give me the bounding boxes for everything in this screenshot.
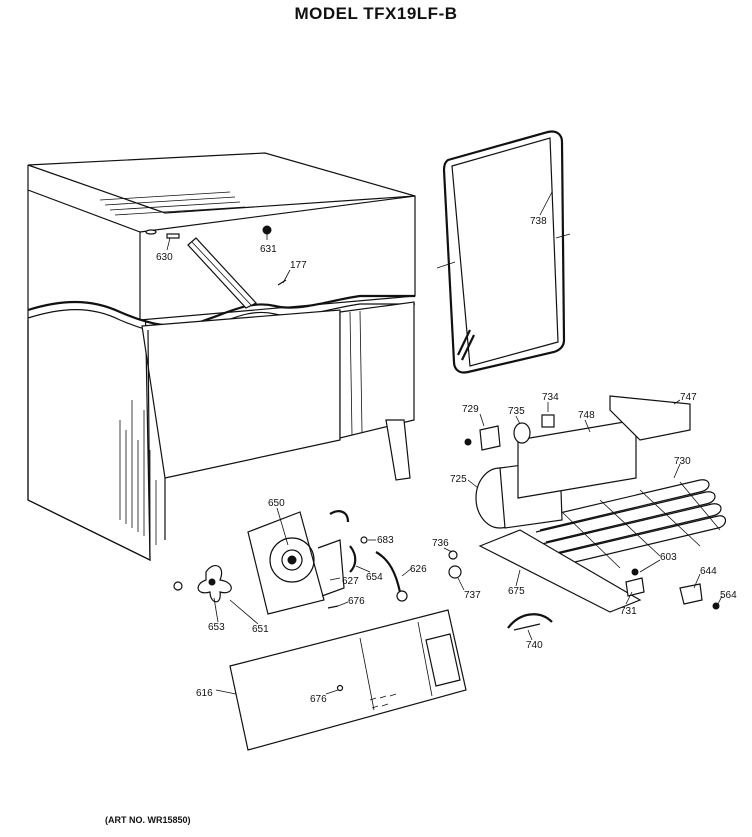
condenser-drawing [448, 395, 727, 631]
diagram-title: MODEL TFX19LF-B [294, 4, 458, 23]
label-734: 734 [542, 392, 559, 403]
label-735: 735 [508, 406, 525, 417]
label-564: 564 [720, 590, 737, 601]
label-177: 177 [290, 260, 307, 271]
part-labels: 630 631 177 738 729 735 734 748 747 725 … [156, 216, 737, 705]
label-731: 731 [620, 606, 637, 617]
label-725: 725 [450, 474, 467, 485]
label-653: 653 [208, 622, 225, 633]
label-738: 738 [530, 216, 547, 227]
label-650: 650 [268, 498, 285, 509]
label-616: 616 [196, 688, 213, 699]
access-panel-drawing [229, 609, 467, 751]
label-630: 630 [156, 252, 173, 263]
label-626: 626 [410, 564, 427, 575]
label-740: 740 [526, 640, 543, 651]
label-644: 644 [700, 566, 717, 577]
label-748: 748 [578, 410, 595, 421]
label-675: 675 [508, 586, 525, 597]
label-729: 729 [462, 404, 479, 415]
label-631: 631 [260, 244, 277, 255]
label-730: 730 [674, 456, 691, 467]
label-603: 603 [660, 552, 677, 563]
label-736: 736 [432, 538, 449, 549]
art-number: (ART NO. WR15850) [105, 815, 191, 825]
door-gasket-drawing [436, 130, 571, 374]
label-651: 651 [252, 624, 269, 635]
label-654: 654 [366, 572, 383, 583]
label-676-upper: 676 [348, 596, 365, 607]
label-676-lower: 676 [310, 694, 327, 705]
label-737: 737 [464, 590, 481, 601]
fan-assembly-drawing [173, 510, 408, 615]
leader-lines [166, 191, 723, 695]
cabinet-drawing [27, 152, 416, 561]
label-747: 747 [680, 392, 697, 403]
label-683: 683 [377, 535, 394, 546]
label-627: 627 [342, 576, 359, 587]
